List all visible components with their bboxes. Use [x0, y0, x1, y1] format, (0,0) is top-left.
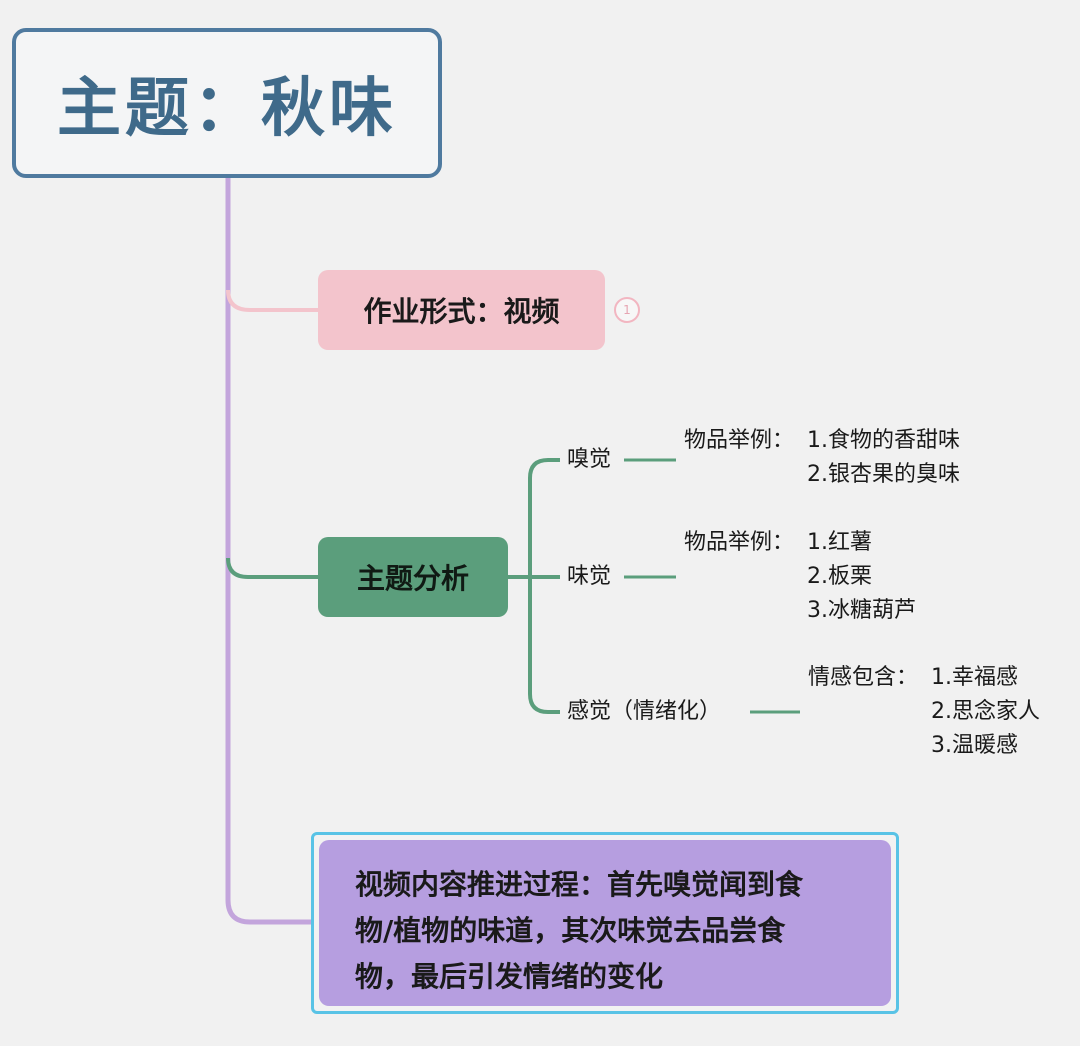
taste-node[interactable]: 味觉	[567, 564, 612, 589]
branch-line-analysis	[226, 557, 318, 579]
list-item: 1.食物的香甜味	[807, 428, 960, 453]
list-item: 3.冰糖葫芦	[807, 598, 916, 623]
process-node[interactable]: 视频内容推进过程：首先嗅觉闻到食 物/植物的味道，其次味觉去品尝食 物，最后引发…	[311, 832, 899, 1014]
taste-examples-list: 1.红薯 2.板栗 3.冰糖葫芦	[807, 526, 916, 628]
feeling-node[interactable]: 感觉（情绪化）	[567, 699, 722, 724]
list-item: 2.银杏果的臭味	[807, 462, 960, 487]
fork-line-feeling	[528, 577, 560, 714]
process-node-body: 视频内容推进过程：首先嗅觉闻到食 物/植物的味道，其次味觉去品尝食 物，最后引发…	[319, 840, 891, 1006]
smell-examples-prefix: 物品举例：	[684, 428, 795, 453]
taste-examples-prefix: 物品举例：	[684, 530, 795, 555]
feeling-examples-list: 1.幸福感 2.思念家人 3.温暖感	[931, 661, 1040, 763]
list-item: 1.红薯	[807, 530, 872, 555]
list-item: 3.温暖感	[931, 733, 1018, 758]
analysis-node-label: 主题分析	[356, 562, 469, 595]
process-line: 物，最后引发情绪的变化	[355, 960, 664, 993]
fork-line-smell	[528, 458, 560, 577]
process-line: 物/植物的味道，其次味觉去品尝食	[355, 914, 786, 947]
analysis-node[interactable]: 主题分析	[318, 537, 508, 617]
format-node-label: 作业形式：视频	[363, 295, 560, 328]
list-item: 2.板栗	[807, 564, 872, 589]
trunk-line	[225, 178, 318, 925]
collapse-badge[interactable]: 1	[614, 297, 640, 323]
root-topic-node[interactable]: 主题：秋味	[12, 28, 442, 178]
smell-node[interactable]: 嗅觉	[567, 447, 612, 472]
root-topic-title: 主题：秋味	[57, 72, 397, 146]
list-item: 2.思念家人	[931, 699, 1040, 724]
branch-line-format	[226, 289, 318, 312]
feeling-examples-prefix: 情感包含：	[808, 665, 919, 690]
smell-examples-list: 1.食物的香甜味 2.银杏果的臭味	[807, 424, 960, 492]
format-node[interactable]: 作业形式：视频	[318, 270, 605, 350]
process-line: 视频内容推进过程：首先嗅觉闻到食	[355, 868, 804, 901]
list-item: 1.幸福感	[931, 665, 1018, 690]
